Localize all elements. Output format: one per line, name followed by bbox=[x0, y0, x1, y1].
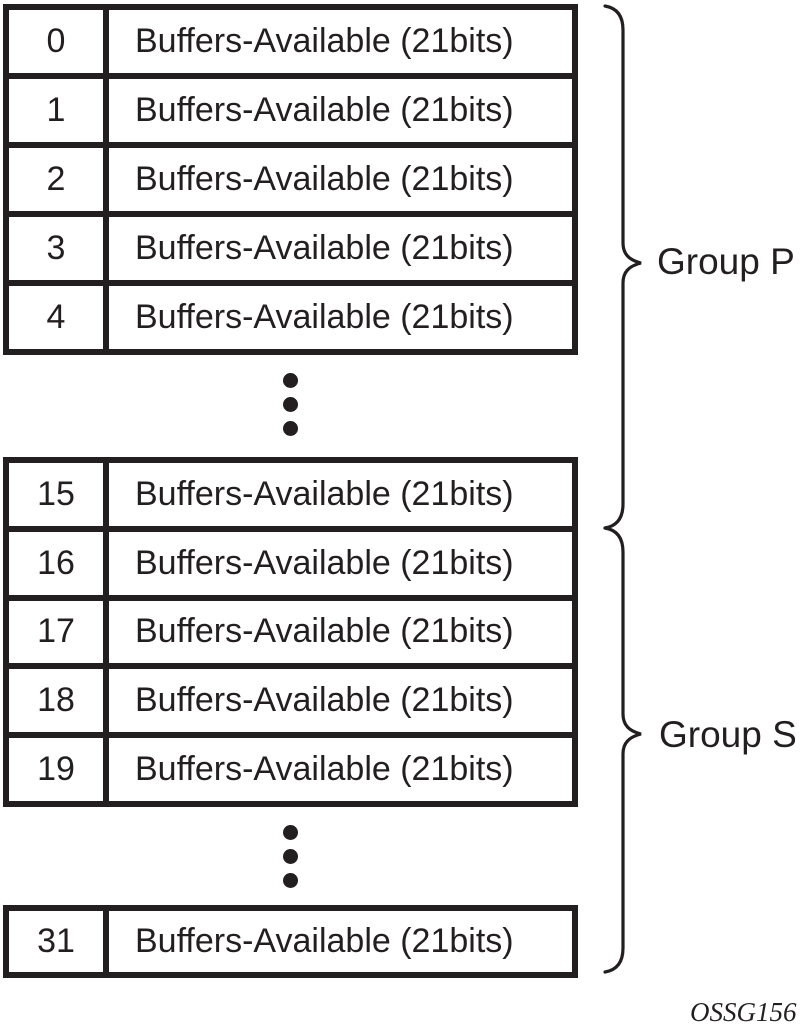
row-value: Buffers-Available (21bits) bbox=[135, 474, 514, 513]
row-value: Buffers-Available (21bits) bbox=[135, 91, 514, 129]
table-row: 3 Buffers-Available (21bits) bbox=[6, 214, 575, 283]
row-index: 31 bbox=[9, 911, 109, 972]
ellipsis-dots bbox=[283, 825, 298, 888]
row-index: 15 bbox=[9, 463, 109, 526]
group-p-brace bbox=[603, 4, 642, 530]
row-index: 3 bbox=[9, 217, 109, 280]
row-index: 1 bbox=[9, 79, 109, 142]
figure-code: OSSG156 bbox=[690, 997, 797, 1027]
ellipsis-dot bbox=[283, 825, 298, 840]
ellipsis-dot bbox=[283, 849, 298, 864]
table-row: 31 Buffers-Available (21bits) bbox=[6, 908, 575, 975]
table-row: 1 Buffers-Available (21bits) bbox=[6, 76, 575, 145]
register-block-0-4: 0 Buffers-Available (21bits) 1 Buffers-A… bbox=[3, 4, 578, 355]
table-row: 17 Buffers-Available (21bits) bbox=[6, 597, 575, 667]
table-row: 16 Buffers-Available (21bits) bbox=[6, 528, 575, 598]
row-index: 0 bbox=[9, 10, 109, 73]
row-value: Buffers-Available (21bits) bbox=[135, 612, 514, 651]
ellipsis-dot bbox=[283, 373, 298, 388]
group-braces bbox=[603, 4, 642, 974]
ellipsis-dots bbox=[283, 373, 298, 436]
table-row: 4 Buffers-Available (21bits) bbox=[6, 283, 575, 352]
table-row: 15 Buffers-Available (21bits) bbox=[6, 460, 575, 529]
row-index: 19 bbox=[9, 738, 109, 801]
row-index: 2 bbox=[9, 148, 109, 211]
group-s-brace bbox=[603, 526, 642, 974]
register-block-31: 31 Buffers-Available (21bits) bbox=[3, 905, 578, 978]
group-s-label: Group S bbox=[659, 714, 797, 755]
row-value: Buffers-Available (21bits) bbox=[135, 160, 514, 198]
row-value: Buffers-Available (21bits) bbox=[135, 298, 514, 336]
row-value: Buffers-Available (21bits) bbox=[135, 229, 514, 267]
row-value: Buffers-Available (21bits) bbox=[135, 922, 514, 960]
row-value: Buffers-Available (21bits) bbox=[135, 543, 514, 582]
table-row: 2 Buffers-Available (21bits) bbox=[6, 145, 575, 214]
table-row: 0 Buffers-Available (21bits) bbox=[6, 7, 575, 76]
row-value: Buffers-Available (21bits) bbox=[135, 681, 514, 720]
ellipsis-dot bbox=[283, 397, 298, 412]
row-value: Buffers-Available (21bits) bbox=[135, 750, 514, 789]
row-index: 18 bbox=[9, 669, 109, 733]
row-index: 17 bbox=[9, 600, 109, 664]
row-index: 4 bbox=[9, 286, 109, 349]
row-value: Buffers-Available (21bits) bbox=[135, 22, 514, 60]
table-row: 19 Buffers-Available (21bits) bbox=[6, 735, 575, 804]
ellipsis-dot bbox=[283, 421, 298, 436]
group-p-label: Group P bbox=[657, 241, 795, 282]
ellipsis-dot bbox=[283, 873, 298, 888]
row-index: 16 bbox=[9, 531, 109, 595]
register-block-15-19: 15 Buffers-Available (21bits) 16 Buffers… bbox=[3, 457, 578, 807]
table-row: 18 Buffers-Available (21bits) bbox=[6, 666, 575, 736]
